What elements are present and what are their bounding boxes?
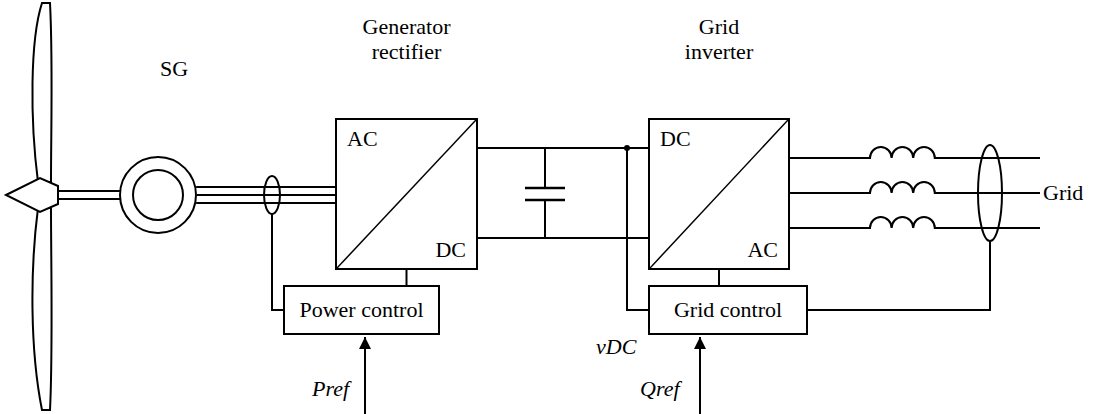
connector-wire: [406, 270, 408, 285]
shaft: [58, 190, 121, 192]
reference-arrow: [364, 337, 366, 414]
turbine-blade: [32, 3, 51, 182]
measurement-wire: [627, 148, 648, 310]
measurement-wire: [272, 214, 283, 310]
grid-label: Grid: [1043, 180, 1083, 205]
measurement-wire: [808, 241, 990, 310]
phase-wire: [196, 202, 335, 204]
connector-wire: [478, 147, 648, 149]
signal-label: vDC: [596, 334, 636, 359]
shaft: [58, 198, 121, 200]
control-box: Power control: [283, 285, 440, 335]
converter-heading: Grid inverter: [663, 14, 775, 65]
converter-side-label: AC: [347, 126, 378, 151]
converter-box: Generator rectifierAC DC: [335, 14, 478, 270]
wind-turbine: [6, 3, 58, 410]
converter-side-label: AC: [747, 237, 778, 262]
turbine-hub: [6, 178, 58, 212]
signal-label: Pref: [312, 376, 349, 401]
converter-frame: DC AC: [648, 118, 790, 270]
phase-line-with-inductor: [790, 217, 1040, 228]
phase-line-with-inductor: [790, 147, 1040, 158]
reference-arrow: [699, 337, 701, 414]
converter-side-label: DC: [660, 126, 691, 151]
box-label: Grid control: [674, 297, 782, 322]
grid-sensor: [978, 145, 1002, 241]
connector-wire: [197, 194, 335, 196]
turbine-blade: [32, 208, 51, 410]
generator-circle: SG: [118, 56, 198, 235]
converter-side-label: DC: [435, 237, 466, 262]
converter-frame: AC DC: [335, 118, 478, 270]
control-box: Grid control: [648, 285, 808, 335]
capacitor-symbol: [525, 148, 565, 238]
heading-area: SG: [118, 56, 198, 81]
converter-heading: Generator rectifier: [351, 14, 463, 65]
heading-area: Generator rectifier: [335, 14, 478, 65]
box-label: Power control: [299, 297, 423, 322]
node-heading: SG: [118, 56, 230, 81]
phase-wire: [196, 186, 335, 188]
heading-area: Grid inverter: [648, 14, 790, 65]
generator-symbol: [118, 155, 198, 235]
converter-box: Grid inverterDC AC: [648, 14, 790, 270]
dc-rail: [478, 237, 648, 239]
connector-wire: [718, 270, 720, 285]
signal-label: Qref: [640, 376, 680, 401]
